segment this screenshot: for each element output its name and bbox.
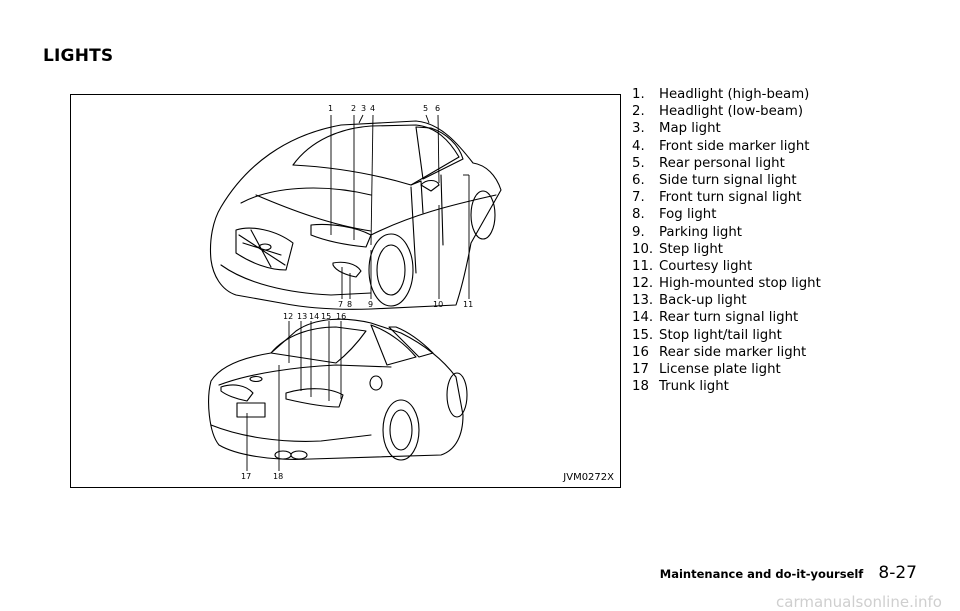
callout-13: 13	[297, 312, 307, 321]
list-item-number: 3.	[632, 121, 645, 137]
list-item-number: 14.	[632, 310, 654, 326]
list-item-number: 8.	[632, 207, 645, 223]
list-item-label: License plate light	[659, 362, 781, 377]
list-item-label: Rear turn signal light	[659, 310, 799, 326]
list-item: 9. Parking light	[632, 224, 821, 241]
watermark: carmanualsonline.info	[776, 593, 942, 611]
callout-7: 7	[338, 300, 343, 309]
list-item-label: Fog light	[659, 207, 717, 223]
list-item-label: Headlight (high-beam)	[659, 87, 810, 102]
page-number: 8-27	[878, 563, 917, 583]
callout-16: 16	[336, 312, 346, 321]
list-item-label: Trunk light	[659, 379, 729, 395]
front-callout-labels: 1 2 3 4 5 6 7 8 9 10 11	[328, 104, 473, 309]
callout-18: 18	[273, 472, 283, 481]
list-item: 6. Side turn signal light	[632, 172, 821, 189]
list-item: 17 License plate light	[632, 361, 821, 378]
callout-5: 5	[423, 104, 428, 113]
list-item-label: Front turn signal light	[659, 190, 802, 206]
lights-list: 1. Headlight (high-beam) 2. Headlight (low…	[632, 86, 821, 395]
list-item: 11. Courtesy light	[632, 258, 821, 275]
callout-11: 11	[463, 300, 473, 309]
list-item: 7. Front turn signal light	[632, 189, 821, 206]
list-item-label: Rear personal light	[659, 155, 785, 171]
list-item-label: Front side marker light	[659, 138, 810, 154]
callout-6: 6	[435, 104, 440, 113]
list-item-number: 5.	[632, 155, 645, 171]
list-item: 15. Stop light/tail light	[632, 327, 821, 344]
list-item-label: Courtesy light	[659, 258, 753, 274]
callout-12: 12	[283, 312, 293, 321]
list-item-label: High-mounted stop light	[659, 276, 821, 292]
list-item: 12. High-mounted stop light	[632, 275, 821, 292]
callout-15: 15	[321, 312, 331, 321]
list-item-number: 1.	[632, 87, 645, 102]
list-item-label: Back-up light	[659, 293, 747, 309]
page-footer: Maintenance and do-it-yourself 8-27	[660, 563, 917, 583]
list-item-number: 17	[632, 362, 649, 377]
rear-callout-labels: 12 13 14 15 16 17 18	[241, 312, 346, 481]
list-item: 13. Back-up light	[632, 292, 821, 309]
lights-figure: 1 2 3 4 5 6 7 8 9 10 11 12 13 14 15 16 1…	[70, 94, 621, 488]
list-item: 16 Rear side marker light	[632, 344, 821, 361]
list-item-number: 6.	[632, 172, 645, 188]
rear-car-drawing	[208, 318, 468, 461]
list-item-number: 15.	[632, 327, 654, 343]
rear-leader-lines	[246, 321, 342, 471]
list-item: 10. Step light	[632, 241, 821, 258]
list-item: 1. Headlight (high-beam)	[632, 86, 821, 103]
front-car-drawing	[209, 120, 502, 310]
list-item-number: 10.	[632, 241, 654, 257]
list-item-number: 11.	[632, 258, 654, 274]
list-item-number: 12.	[632, 276, 654, 292]
car-illustration: 1 2 3 4 5 6 7 8 9 10 11 12 13 14 15 16 1…	[208, 104, 502, 481]
front-leader-lines	[330, 114, 470, 299]
list-item-number: 4.	[632, 138, 645, 154]
callout-9: 9	[368, 300, 373, 309]
callout-1: 1	[328, 104, 333, 113]
callout-4: 4	[370, 104, 375, 113]
list-item: 14. Rear turn signal light	[632, 309, 821, 326]
callout-8: 8	[347, 300, 352, 309]
figure-code: JVM0272X	[563, 472, 614, 483]
list-item-number: 18	[632, 379, 649, 395]
list-item-number: 7.	[632, 190, 645, 206]
list-item: 3. Map light	[632, 120, 821, 137]
section-title: LIGHTS	[43, 46, 114, 66]
list-item: 18 Trunk light	[632, 378, 821, 395]
list-item-label: Step light	[659, 241, 723, 257]
list-item-label: Parking light	[659, 224, 742, 240]
callout-3: 3	[361, 104, 366, 113]
callout-10: 10	[433, 300, 443, 309]
list-item-label: Stop light/tail light	[659, 327, 782, 343]
list-item: 4. Front side marker light	[632, 138, 821, 155]
list-item-number: 2.	[632, 104, 645, 120]
list-item: 2. Headlight (low-beam)	[632, 103, 821, 120]
list-item: 5. Rear personal light	[632, 155, 821, 172]
chapter-title: Maintenance and do-it-yourself	[659, 567, 864, 581]
list-item-number: 9.	[632, 224, 645, 240]
list-item-label: Rear side marker light	[659, 344, 807, 360]
callout-14: 14	[309, 312, 319, 321]
list-item-number: 16	[632, 344, 649, 360]
callout-17: 17	[241, 472, 251, 481]
list-item-label: Headlight (low-beam)	[659, 104, 804, 120]
callout-2: 2	[351, 104, 356, 113]
list-item-label: Map light	[659, 121, 721, 137]
list-item-number: 13.	[632, 293, 654, 309]
list-item-label: Side turn signal light	[659, 172, 797, 188]
list-item: 8. Fog light	[632, 206, 821, 223]
